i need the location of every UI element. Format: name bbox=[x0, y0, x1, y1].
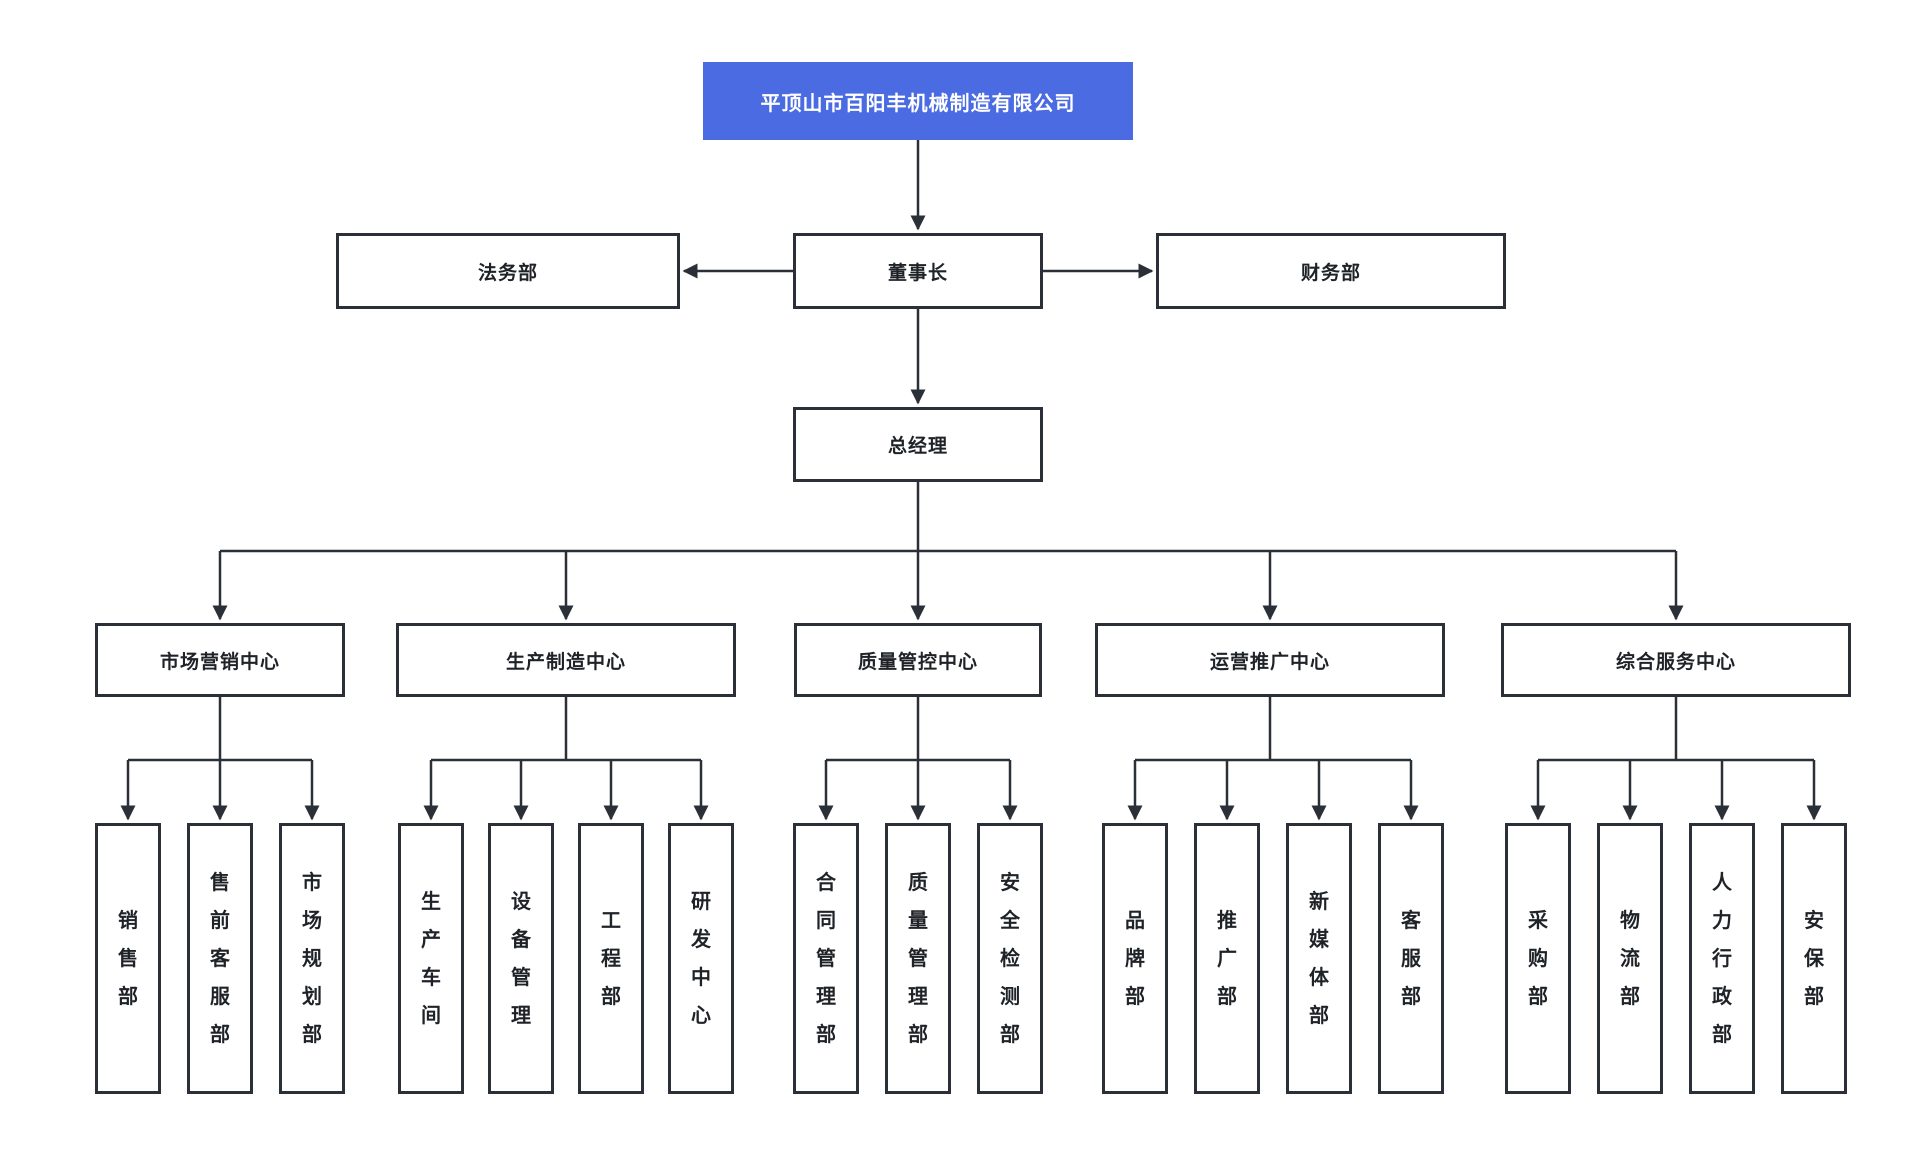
node-dept-brand[interactable]: 品 牌 部 bbox=[1102, 823, 1168, 1094]
node-dept-security[interactable]: 安 保 部 bbox=[1781, 823, 1847, 1094]
node-dept-logistics[interactable]: 物 流 部 bbox=[1597, 823, 1663, 1094]
node-dept-market-planning[interactable]: 市 场 规 划 部 bbox=[279, 823, 345, 1094]
node-dept-customer-service[interactable]: 客 服 部 bbox=[1378, 823, 1444, 1094]
node-center-services[interactable]: 综合服务中心 bbox=[1501, 623, 1851, 697]
node-center-production[interactable]: 生产制造中心 bbox=[396, 623, 736, 697]
node-general-manager[interactable]: 总经理 bbox=[793, 407, 1043, 482]
node-legal-dept[interactable]: 法务部 bbox=[336, 233, 680, 309]
node-dept-safety-inspection[interactable]: 安 全 检 测 部 bbox=[977, 823, 1043, 1094]
node-dept-contract-mgmt[interactable]: 合 同 管 理 部 bbox=[793, 823, 859, 1094]
node-center-quality[interactable]: 质量管控中心 bbox=[794, 623, 1042, 697]
node-dept-procurement[interactable]: 采 购 部 bbox=[1505, 823, 1571, 1094]
node-dept-sales[interactable]: 销 售 部 bbox=[95, 823, 161, 1094]
node-dept-presales-service[interactable]: 售 前 客 服 部 bbox=[187, 823, 253, 1094]
node-dept-production-workshop[interactable]: 生 产 车 间 bbox=[398, 823, 464, 1094]
node-finance-dept[interactable]: 财务部 bbox=[1156, 233, 1506, 309]
node-dept-new-media[interactable]: 新 媒 体 部 bbox=[1286, 823, 1352, 1094]
node-chairman[interactable]: 董事长 bbox=[793, 233, 1043, 309]
node-company-root[interactable]: 平顶山市百阳丰机械制造有限公司 bbox=[703, 62, 1133, 140]
node-dept-engineering[interactable]: 工 程 部 bbox=[578, 823, 644, 1094]
node-dept-equipment-mgmt[interactable]: 设 备 管 理 bbox=[488, 823, 554, 1094]
node-dept-rnd-center[interactable]: 研 发 中 心 bbox=[668, 823, 734, 1094]
node-center-marketing[interactable]: 市场营销中心 bbox=[95, 623, 345, 697]
node-center-operations[interactable]: 运营推广中心 bbox=[1095, 623, 1445, 697]
node-dept-hr-admin[interactable]: 人 力 行 政 部 bbox=[1689, 823, 1755, 1094]
node-dept-quality-mgmt[interactable]: 质 量 管 理 部 bbox=[885, 823, 951, 1094]
node-dept-promotion[interactable]: 推 广 部 bbox=[1194, 823, 1260, 1094]
